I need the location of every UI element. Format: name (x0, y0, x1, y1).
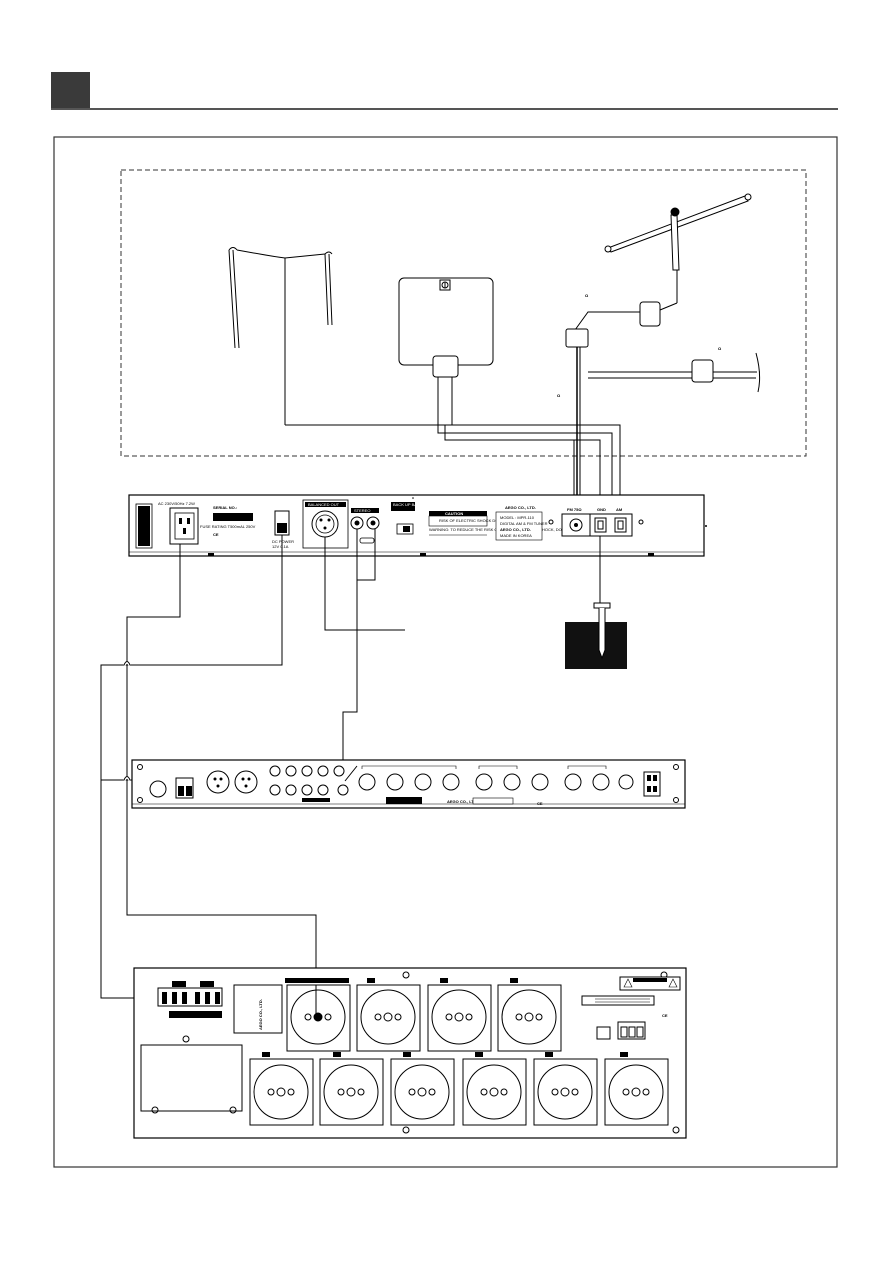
ohm-label-1: Ω (585, 293, 589, 298)
model-desc-label: DIGITAL AM & FM TUNER (500, 521, 548, 526)
caution-text: RISK OF ELECTRIC SHOCK DO NOT OPEN (439, 518, 520, 523)
power-cables (100, 535, 317, 999)
fuse-label: FUSE RATING T500mAL 250V (200, 524, 256, 529)
amp-xlr-2 (234, 770, 258, 794)
am-terminal (614, 517, 627, 533)
dc-rating-label: 12V 0.1A (272, 544, 289, 549)
ce-mark-amp: CE (537, 801, 543, 806)
ground-rod (565, 536, 627, 669)
audio-cables (324, 529, 405, 788)
serial-no-box (213, 513, 253, 521)
backup-battery-label: BACK UP BATTERY (393, 502, 430, 507)
antenna-cables (285, 424, 621, 500)
balanced-out-label: BALANCED OUT (308, 502, 340, 507)
dc-power-label: DC POWER (272, 539, 294, 544)
brand-co-label: AEGO CO., LTD. (500, 527, 531, 532)
stereo-label: STEREO (354, 508, 370, 513)
am-loop-antenna (398, 277, 494, 426)
outer-frame (53, 136, 838, 1168)
serial-no-label: SERIAL NO.: (213, 505, 237, 510)
distributor-power-terminal (157, 987, 223, 1007)
amp-xlr-1 (206, 770, 230, 794)
ohm-label-2: Ω (718, 346, 722, 351)
antenna-area-box (120, 169, 807, 457)
gnd-label: GND (597, 507, 606, 512)
control-connector (581, 995, 655, 1006)
gnd-terminal (594, 517, 607, 533)
power-distributor-panel: AEGO CO., LTD. (133, 967, 687, 1139)
caution-label: CAUTION (445, 511, 463, 516)
ce-mark-distributor: CE (662, 1013, 668, 1018)
fm-wire-antenna (228, 247, 333, 425)
am-input-label: AM (616, 507, 623, 512)
section-header-box (51, 72, 90, 109)
outlet-row-top (285, 978, 562, 1052)
fm-outdoor-antenna: Ω (565, 193, 752, 348)
brand-logo-tuner: AEGO CO., LTD. (505, 505, 536, 510)
ac-input-label: AC 230V/50Hz 7.2W (158, 501, 195, 506)
ce-mark-tuner: CE (213, 532, 219, 537)
fm-input-label: FM 75Ω (567, 507, 582, 512)
tuner-rear-panel: AC 230V/50Hz 7.2W FUSE RATING T500mAL 25… (128, 494, 707, 557)
coax-cable: Ω Ω (557, 346, 761, 500)
brand-vertical-label: AEGO CO., LTD. (258, 999, 263, 1030)
outlet-row-bottom (249, 1052, 669, 1126)
brand-logo-amp: AEGO CO., LTD. (447, 799, 478, 804)
made-in-label: MADE IN KOREA (500, 533, 532, 538)
amplifier-rear-panel: AEGO CO., LTD. CE (131, 759, 686, 809)
ohm-label-3: Ω (557, 393, 561, 398)
model-label: MODEL : MPR-110 (500, 515, 535, 520)
distributor-brand-box (233, 984, 283, 1034)
